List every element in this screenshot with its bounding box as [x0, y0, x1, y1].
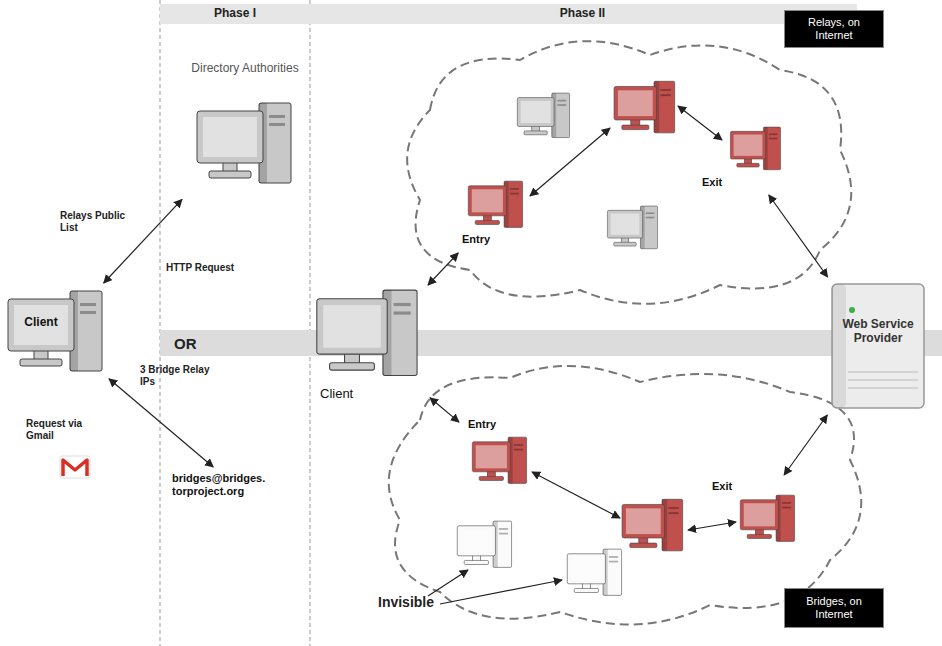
annotation-label: Relays Public List — [60, 210, 138, 234]
computer-icon — [466, 180, 526, 232]
exit-bridge: Exit — [712, 478, 800, 550]
computer-icon — [6, 286, 106, 382]
node-text: Phase II — [310, 7, 855, 21]
connector-arrow — [769, 195, 828, 277]
annotation-label: Request via Gmail — [26, 418, 96, 442]
node-text: Bridges, on Internet — [789, 595, 879, 620]
node-text: Directory Authorities — [185, 62, 305, 76]
entry-bridge: Entry — [462, 418, 532, 490]
computer-icon — [738, 494, 798, 546]
middle-bridge — [622, 499, 683, 551]
relay-arrow — [678, 106, 722, 140]
node-text: Exit — [712, 480, 746, 493]
phase-divider — [160, 0, 161, 646]
client-computer: Client — [6, 286, 106, 382]
bridge-arrow — [532, 472, 620, 518]
leader-line — [428, 570, 468, 596]
connector-arrow — [109, 379, 213, 467]
phase-divider — [310, 0, 311, 646]
computer-icon — [818, 280, 936, 412]
bridge-cloud — [389, 366, 862, 625]
relay-arrow — [530, 128, 610, 196]
directory-server: Directory Authorities — [185, 62, 307, 200]
middle-relay — [614, 81, 675, 133]
gmail-logo — [60, 456, 90, 478]
invisible-bridge — [567, 549, 621, 595]
computer-icon — [470, 436, 530, 488]
node-text: OR — [174, 335, 234, 352]
leader-line — [440, 580, 562, 604]
node-text: Phase I — [160, 7, 310, 21]
entry-relay: Entry — [458, 180, 530, 250]
computer-icon — [312, 288, 424, 384]
node-text: Client — [12, 316, 70, 330]
phase-header: Phase II — [310, 4, 857, 24]
node-text: Client — [320, 387, 390, 402]
region-tag: Relays, on Internet — [784, 10, 884, 48]
phase-header: Phase I — [160, 4, 312, 24]
node-text: bridges@bridges. torproject.org — [172, 472, 302, 497]
invisible-bridge — [457, 521, 511, 567]
connector-arrow — [784, 415, 827, 475]
connector-arrow — [430, 398, 459, 422]
bridge-arrow — [688, 522, 736, 530]
node-text: Entry — [468, 418, 512, 431]
client-computer: Client — [312, 288, 427, 406]
connector-arrow — [428, 253, 458, 285]
relay-computer — [607, 206, 657, 249]
annotation-label: 3 Bridge Relay IPs — [140, 364, 216, 388]
region-tag: Bridges, on Internet — [784, 588, 884, 628]
node-text: Relays, on Internet — [789, 16, 879, 41]
relay-cloud — [407, 41, 851, 304]
computer-icon — [726, 126, 786, 174]
annotation-label: HTTP Request — [166, 262, 246, 274]
node-text: Entry — [462, 233, 506, 246]
web-server: Web Service Provider — [818, 280, 936, 412]
exit-relay: Exit — [700, 126, 786, 192]
bridge-email: bridges@bridges. torproject.org — [172, 470, 304, 506]
node-text: Web Service Provider — [836, 318, 920, 346]
node-text: Exit — [702, 176, 736, 189]
or-band: OR — [160, 330, 942, 356]
computer-icon — [195, 98, 295, 194]
relay-computer — [517, 93, 569, 137]
annotation-label: Invisible — [378, 594, 448, 611]
